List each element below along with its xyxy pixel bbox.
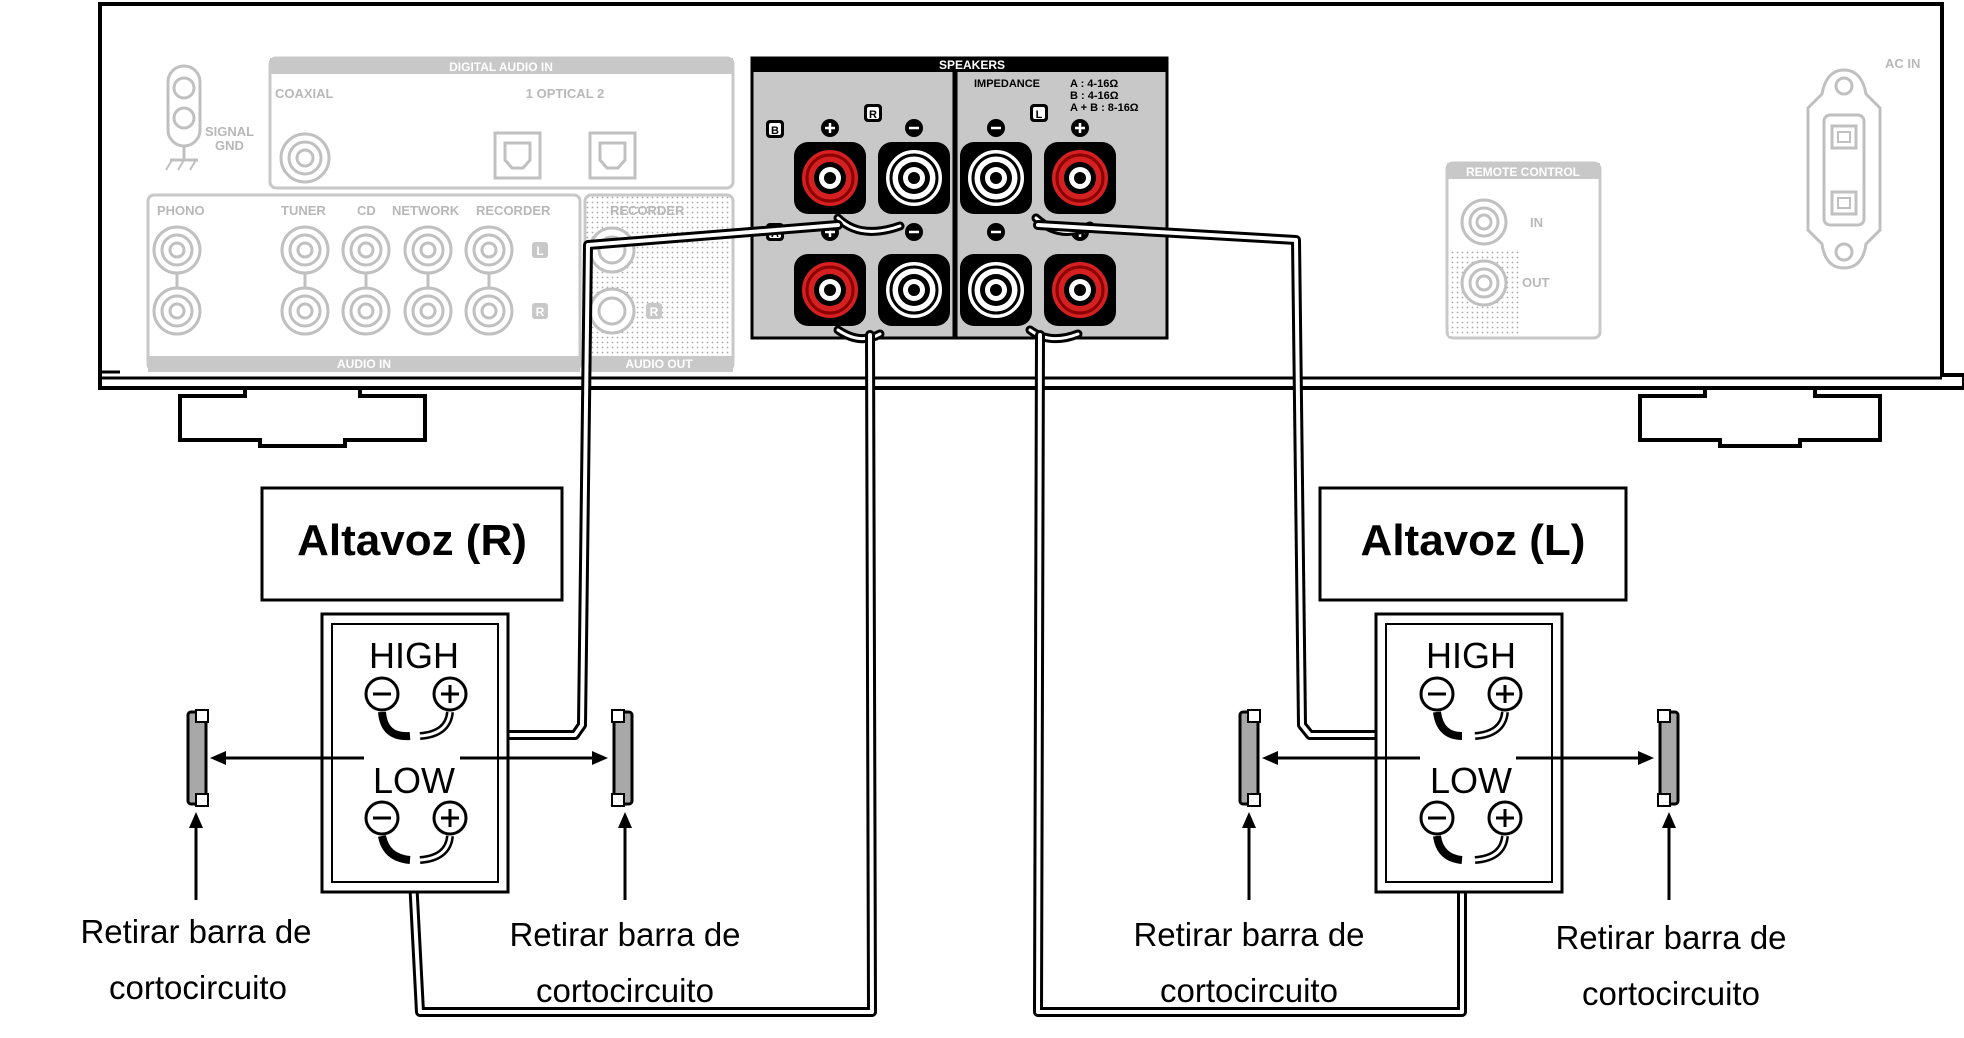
binding-posts [794,142,1116,344]
rca-jack [152,286,202,336]
tuner-label: TUNER [281,203,326,218]
speaker-r-left-bridge-bar [186,709,209,807]
positive-binding-post [794,254,866,326]
recorder-in-label: RECORDER [476,203,551,218]
audio-out-label: AUDIO OUT [625,357,693,371]
speaker-l-right-bridge-bar [1657,709,1680,807]
speaker-l-low-plus [1487,800,1523,836]
speaker-r-right-bridge-bar [611,709,634,807]
plus-sign-icon [821,119,839,137]
signal-label: SIGNAL [205,124,254,139]
speaker-r-badge: R [869,109,877,121]
negative-binding-post [878,142,950,214]
remote-out-label: OUT [1522,275,1550,290]
audio-out-section: AUDIO OUT RECORDER R [583,193,735,372]
speaker-r-low-label: LOW [373,760,455,801]
coaxial-label: COAXIAL [275,86,334,101]
remote-in-label: IN [1530,215,1543,230]
speaker-l-high-plus [1487,676,1523,712]
rca-jack-group [152,225,514,336]
audio-in-l-badge: L [536,244,543,258]
minus-sign-icon [905,223,923,241]
speaker-r-title: Altavoz (R) [297,516,527,565]
positive-binding-post [1044,254,1116,326]
impedance-a: A : 4-16Ω [1070,78,1118,90]
speaker-l-high-minus [1419,676,1455,712]
impedance-b: B : 4-16Ω [1070,90,1119,102]
speaker-r-low-plus [432,800,468,836]
speaker-r-low-minus [364,800,400,836]
speaker-b-badge: B [771,125,779,137]
audio-out-r-badge: R [650,305,659,319]
speakers-label: SPEAKERS [939,58,1005,72]
remote-control-label: REMOTE CONTROL [1466,165,1580,179]
ac-inlet: AC IN [1806,56,1920,270]
digital-audio-in-label: DIGITAL AUDIO IN [449,60,553,74]
remote-control-section: REMOTE CONTROL IN OUT [1445,161,1602,340]
speaker-r-high-plus [432,676,468,712]
minus-sign-icon [987,223,1005,241]
recorder-out-label: RECORDER [610,203,685,218]
speaker-l-diagram: Altavoz (L) HIGH LOW [1133,486,1787,1012]
speakers-terminal-panel: SPEAKERS IMPEDANCE A : 4-16Ω B : 4-16Ω A… [750,56,1169,344]
negative-binding-post [960,142,1032,214]
speaker-l-left-bridge-bar [1238,709,1261,807]
speaker-l-low-label: LOW [1430,760,1512,801]
speaker-l-right-caption-line1: Retirar barra de [1555,919,1786,956]
audio-in-section: AUDIO IN PHONO TUNER CD NETWORK RECORDER… [146,193,582,372]
speaker-l-left-caption-line1: Retirar barra de [1133,916,1364,953]
speaker-r-left-caption-line1: Retirar barra de [80,913,311,950]
speaker-r-right-caption-line2: cortocircuito [536,972,714,1009]
audio-in-r-badge: R [536,305,545,319]
speaker-r-right-caption-line1: Retirar barra de [509,916,740,953]
digital-audio-in-section: DIGITAL AUDIO IN COAXIAL 1 OPTICAL 2 [268,56,735,190]
plus-sign-icon [1071,119,1089,137]
speaker-l-title: Altavoz (L) [1361,516,1586,565]
negative-binding-post [878,254,950,326]
speaker-r-high-label: HIGH [369,635,459,676]
cd-label: CD [357,203,376,218]
audio-in-label: AUDIO IN [337,357,391,371]
optical-label: 1 OPTICAL 2 [526,86,605,101]
rca-jack [464,286,514,336]
rca-jack [403,225,453,275]
rca-jack [341,225,391,275]
network-label: NETWORK [392,203,460,218]
rca-jack [464,225,514,275]
amplifier-rear-panel: SIGNAL GND DIGITAL AUDIO IN COAXIAL 1 OP… [98,2,1964,448]
speaker-l-right-caption-line2: cortocircuito [1582,975,1760,1012]
optical-jack-1 [493,131,542,180]
speaker-l-left-caption-line2: cortocircuito [1160,972,1338,1009]
speaker-l-low-minus [1419,800,1455,836]
speaker-cables [395,220,1467,1017]
rca-jack [341,286,391,336]
rca-jack [280,286,330,336]
minus-sign-icon [987,119,1005,137]
right-foot [1638,386,1882,448]
positive-binding-post [1044,142,1116,214]
speaker-r-high-minus [364,676,400,712]
left-foot [178,386,427,448]
speaker-l-badge: L [1036,109,1043,121]
rca-jack [152,225,202,275]
impedance-ab: A + B : 8-16Ω [1070,102,1139,114]
impedance-label: IMPEDANCE [974,78,1040,90]
optical-jack-2 [588,131,637,180]
speaker-l-high-label: HIGH [1426,635,1516,676]
ac-in-label: AC IN [1885,56,1920,71]
phono-label: PHONO [157,203,205,218]
speaker-r-left-caption-line2: cortocircuito [109,969,287,1006]
minus-sign-icon [905,119,923,137]
signal-gnd-terminal: SIGNAL GND [165,64,254,171]
rca-jack [403,286,453,336]
coaxial-jack [279,132,331,184]
gnd-label: GND [215,138,244,153]
speaker-r-diagram: Altavoz (R) HIGH LOW [80,486,741,1009]
positive-binding-post [794,142,866,214]
rca-jack [280,225,330,275]
negative-binding-post [960,254,1032,326]
